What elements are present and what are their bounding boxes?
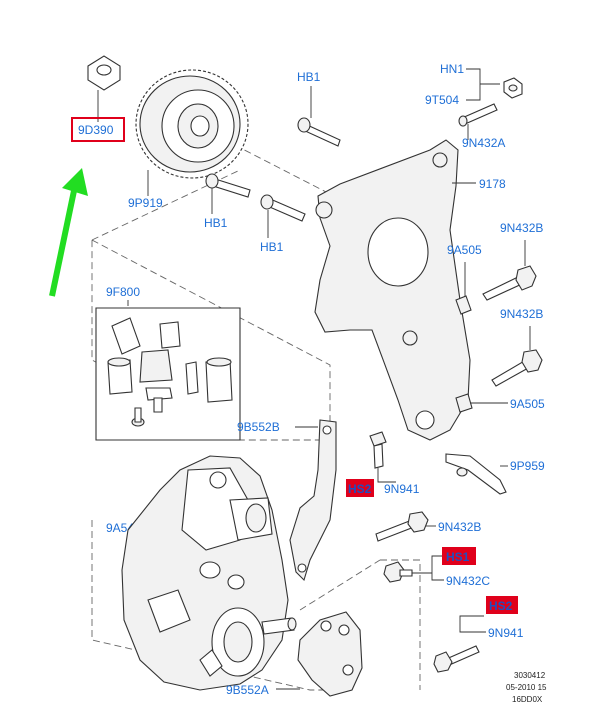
green-arrow xyxy=(49,168,88,297)
hs1-highlight xyxy=(442,547,476,565)
label-9N432C: 9N432C xyxy=(446,574,490,588)
bolt-hb1-lower xyxy=(260,194,306,238)
kit-9F800 xyxy=(95,307,241,441)
bolt-9N941-upper xyxy=(369,431,396,483)
label-9N941-lower: 9N941 xyxy=(488,626,524,640)
label-hb1-lower: HB1 xyxy=(260,240,284,254)
label-hb1-middle: HB1 xyxy=(204,216,228,230)
bolt-9N432B-2 xyxy=(491,326,543,387)
drawing-reference: 3030412 05-2010 15 16DD0X xyxy=(506,671,547,704)
label-9N432B-2: 9N432B xyxy=(500,307,543,321)
label-9T504: 9T504 xyxy=(425,93,459,107)
bolt-9N432B-1 xyxy=(482,240,537,301)
sleeve-9A505-2 xyxy=(455,393,508,413)
label-9B552B: 9B552B xyxy=(237,420,280,434)
label-9P959: 9P959 xyxy=(510,459,545,473)
label-hs2-upper: HS2 xyxy=(348,482,372,496)
sensor-9P959 xyxy=(445,453,508,495)
bolt-9N941-lower xyxy=(433,645,480,673)
label-9A505-1: 9A505 xyxy=(447,243,482,257)
lower-link-outline xyxy=(299,559,421,690)
nut-hn1 xyxy=(503,77,523,99)
bolt-hb1-top xyxy=(297,86,341,147)
nut-9D390 xyxy=(87,55,121,122)
label-hn1: HN1 xyxy=(440,62,464,76)
reference-line-3: 16DD0X xyxy=(512,695,543,704)
label-9N432B-1: 9N432B xyxy=(500,221,543,235)
label-9N941-upper: 9N941 xyxy=(384,482,420,496)
bolt-9N432C xyxy=(383,555,444,583)
label-9B552A: 9B552A xyxy=(226,683,269,697)
label-9D390: 9D390 xyxy=(78,123,114,137)
label-hs2-lower: HS2 xyxy=(489,599,513,613)
label-9N432B-3: 9N432B xyxy=(438,520,481,534)
hn1-leader xyxy=(466,68,500,101)
reference-line-1: 3030412 xyxy=(514,671,546,680)
hs2-upper-highlight xyxy=(346,479,374,497)
bracket-9B552A xyxy=(276,611,363,697)
label-9178: 9178 xyxy=(479,177,506,191)
9N941-lower-leader xyxy=(459,615,486,633)
kit-outline xyxy=(91,239,331,441)
reference-line-2: 05-2010 15 xyxy=(506,683,547,692)
9D390-highlight-box xyxy=(71,117,125,142)
fuel-pump-9A543 xyxy=(121,455,297,691)
sprocket-9P919 xyxy=(135,69,249,196)
bolt-hb1-middle xyxy=(205,173,251,214)
bracket-9178 xyxy=(314,139,476,441)
sleeve-9A505-1 xyxy=(455,262,472,315)
label-9F800: 9F800 xyxy=(106,285,140,299)
bracket-9B552B xyxy=(289,419,337,582)
bolt-9N432B-3 xyxy=(375,511,436,542)
label-9A505-2: 9A505 xyxy=(510,397,545,411)
label-9N432A: 9N432A xyxy=(462,136,505,150)
label-9P919: 9P919 xyxy=(128,196,163,210)
stud-9T504 xyxy=(458,103,498,140)
hs2-lower-highlight xyxy=(486,596,518,614)
label-hb1-top: HB1 xyxy=(297,70,321,84)
label-hs1: HS1 xyxy=(446,550,470,564)
